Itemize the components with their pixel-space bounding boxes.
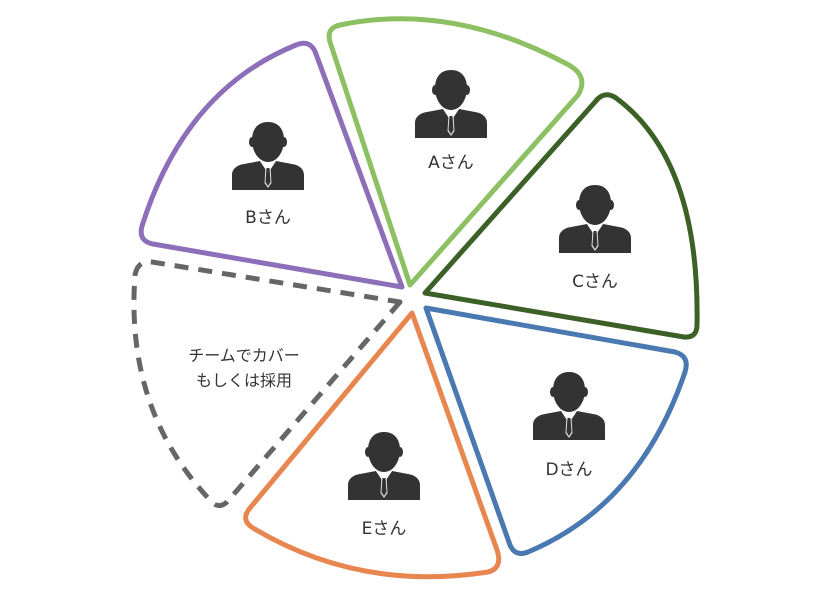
segment-a-label: Aさん — [428, 153, 474, 173]
gap-label-line1: チームでカバー — [188, 346, 300, 365]
segment-c-label: Cさん — [572, 272, 618, 292]
segment-a: Aさん — [326, 16, 585, 288]
segment-gap-outline — [131, 259, 403, 508]
segment-d: Dさん — [423, 305, 689, 556]
segment-e-label: Eさん — [362, 519, 407, 539]
segment-c: Cさん — [422, 92, 700, 340]
gap-label-line2: もしくは採用 — [196, 371, 292, 390]
segment-gap: チームでカバー もしくは採用 — [131, 259, 403, 508]
segment-b: Bさん — [138, 40, 405, 290]
segment-b-label: Bさん — [245, 208, 291, 228]
segment-e: Eさん — [243, 310, 502, 580]
segment-c-outline — [422, 92, 700, 340]
segment-d-label: Dさん — [545, 460, 592, 480]
segment-a-outline — [326, 16, 585, 288]
